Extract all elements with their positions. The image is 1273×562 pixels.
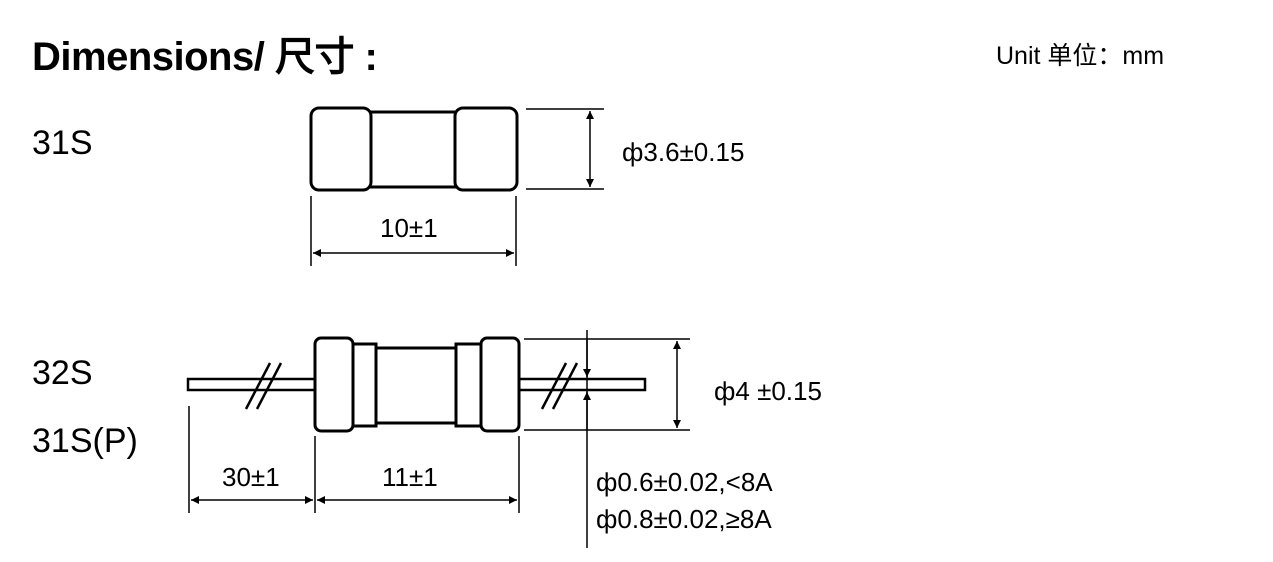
fuse-31s-cap-left [309, 106, 373, 192]
dim-32s-lead-dia-small-label: ф0.6±0.02,<8A [596, 467, 773, 497]
fuse-32s [313, 336, 521, 433]
dim-31s-length [310, 196, 517, 266]
fuse-32s-body [370, 346, 462, 425]
fuse-32s-cap-left [313, 336, 355, 433]
page-title: Dimensions/ 尺寸 : [32, 35, 378, 79]
fuse-31s-body [366, 110, 462, 189]
fuse-32s-inner-band-left [349, 342, 378, 428]
model-label-32s: 32S [32, 354, 93, 392]
lead-left [186, 377, 318, 392]
dim-32s-diameter-label: ф4 ±0.15 [714, 376, 822, 406]
break-mark-right [540, 362, 579, 410]
dim-32s-lengths [188, 406, 520, 513]
break-mark-left [244, 362, 283, 410]
fuse-31s-cap-right [453, 106, 519, 192]
dim-31s-diameter [526, 108, 604, 190]
dim-31s-length-label: 10±1 [380, 213, 438, 243]
dim-32s-body-length-label: 11±1 [382, 462, 438, 492]
fuse-32s-inner-band-right [454, 342, 485, 428]
dim-32s-lead-length-label: 30±1 [222, 462, 280, 492]
lead-right [516, 377, 647, 392]
dim-32s-diameter [524, 338, 690, 431]
dim-31s-diameter-label: ф3.6±0.15 [622, 137, 744, 167]
dim-32s-lead-dia-large-label: ф0.8±0.02,≥8A [596, 504, 772, 534]
model-label-31s: 31S [32, 124, 93, 162]
fuse-31s [309, 106, 519, 192]
fuse-32s-cap-right [479, 336, 521, 433]
unit-label: Unit 单位：mm [996, 42, 1165, 70]
model-label-31sp: 31S(P) [32, 422, 138, 460]
